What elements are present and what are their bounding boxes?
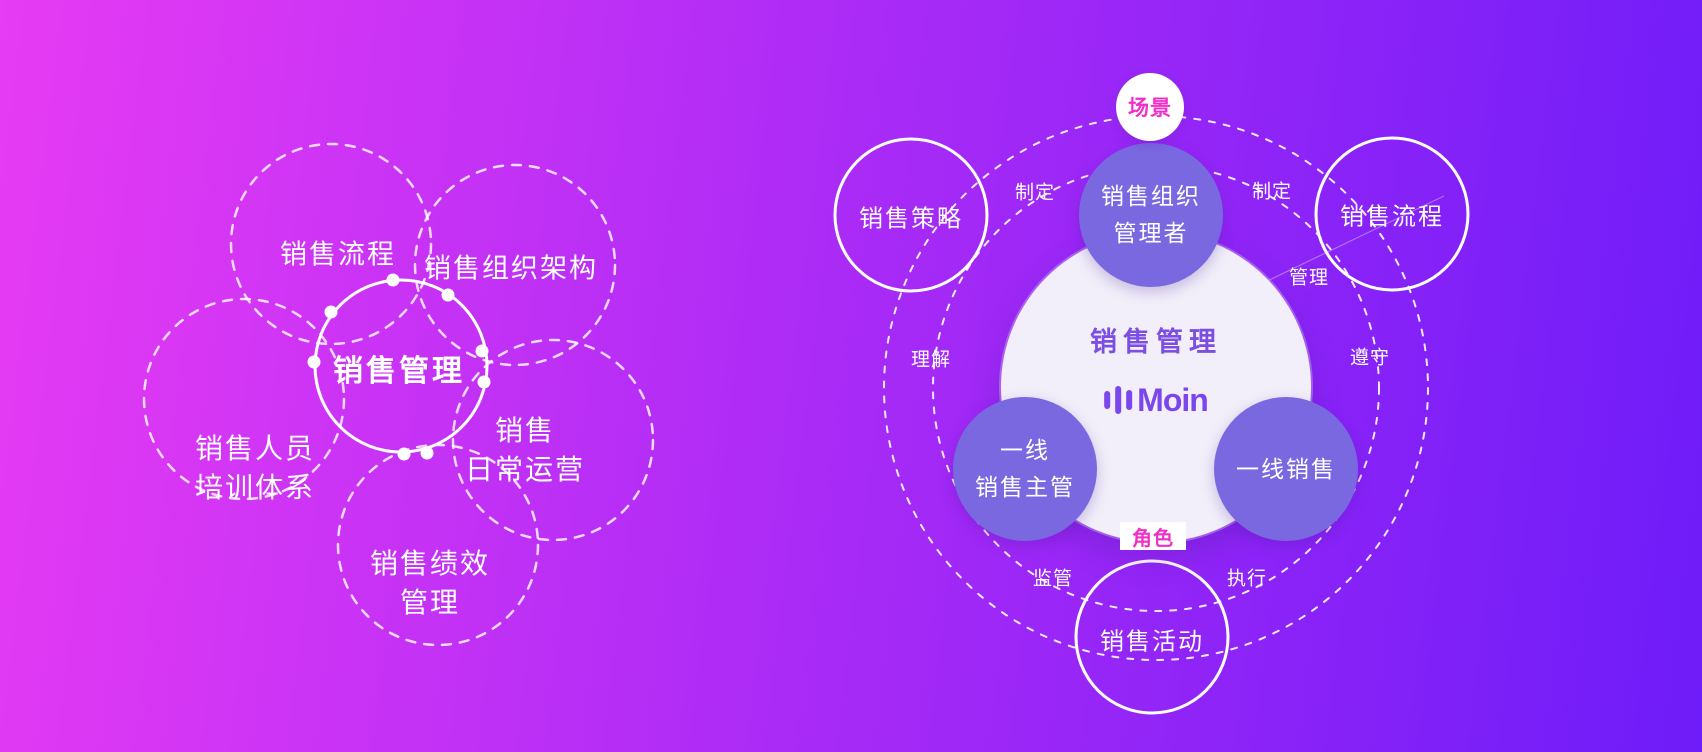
perf-line-1: 销售绩效 <box>369 548 491 579</box>
scene-label-process: 销售流程 <box>1340 203 1444 231</box>
scene-circle-process <box>1314 136 1470 292</box>
role-badge-label: 角色 <box>1132 527 1174 550</box>
training-line-2: 培训体系 <box>194 472 316 503</box>
relation-comply: 遵守 <box>1349 347 1391 369</box>
scene-label-strategy: 销售策略 <box>859 205 963 233</box>
frontline-sales-label: 一线销售 <box>1236 455 1336 482</box>
moin-logo: Moin <box>1104 382 1209 418</box>
center-title: 销售管理 <box>1090 327 1222 357</box>
relation-formulate-right: 制定 <box>1251 181 1293 203</box>
org-manager-line-2: 管理者 <box>1113 220 1189 246</box>
left-label-sales-management: 销售管理 <box>333 355 465 388</box>
relation-supervise: 监管 <box>1032 568 1074 590</box>
role-badge: 角色 <box>1120 522 1186 550</box>
left-label-daily-operations: 销售 日常运营 <box>465 411 585 489</box>
relation-manage: 管理 <box>1288 267 1330 289</box>
left-label-training-system: 销售人员 培训体系 <box>195 429 315 507</box>
logo-bar-icon <box>1104 391 1111 409</box>
supervisor-line-2: 销售主管 <box>975 474 1075 500</box>
logo-bar-icon <box>1115 386 1122 414</box>
scene-circle-strategy <box>833 137 989 293</box>
role-circle-frontline-sales: 一线销售 <box>1214 397 1358 541</box>
logo-bar-icon <box>1126 390 1133 410</box>
org-manager-line-1: 销售组织 <box>1101 183 1201 209</box>
ops-line-2: 日常运营 <box>464 454 586 485</box>
ops-line-1: 销售 <box>494 415 556 446</box>
left-label-sales-process: 销售流程 <box>280 239 396 270</box>
role-circle-frontline-supervisor: 一线 销售主管 <box>953 397 1097 541</box>
perf-line-2: 管理 <box>399 587 461 618</box>
intersection-dots <box>307 273 491 461</box>
relation-execute: 执行 <box>1226 568 1268 590</box>
scene-label-activity: 销售活动 <box>1100 628 1204 656</box>
scene-badge-label: 场景 <box>1128 97 1172 120</box>
relation-formulate-left: 制定 <box>1014 182 1056 204</box>
supervisor-line-1: 一线 <box>1000 437 1050 463</box>
relation-understand: 理解 <box>910 349 952 371</box>
scene-circle-activity <box>1074 559 1230 715</box>
petal-circle-org <box>413 163 617 367</box>
petal-circle-training <box>142 297 346 501</box>
scene-badge: 场景 <box>1116 73 1184 141</box>
left-label-sales-org-structure: 销售组织架构 <box>424 253 598 284</box>
training-line-1: 销售人员 <box>194 433 316 464</box>
petal-circle-ops <box>451 338 655 542</box>
role-circle-org-manager: 销售组织 管理者 <box>1079 143 1223 287</box>
logo-wordmark: Moin <box>1137 382 1209 418</box>
petal-circle-process <box>229 142 433 346</box>
left-label-performance-management: 销售绩效 管理 <box>370 544 490 622</box>
